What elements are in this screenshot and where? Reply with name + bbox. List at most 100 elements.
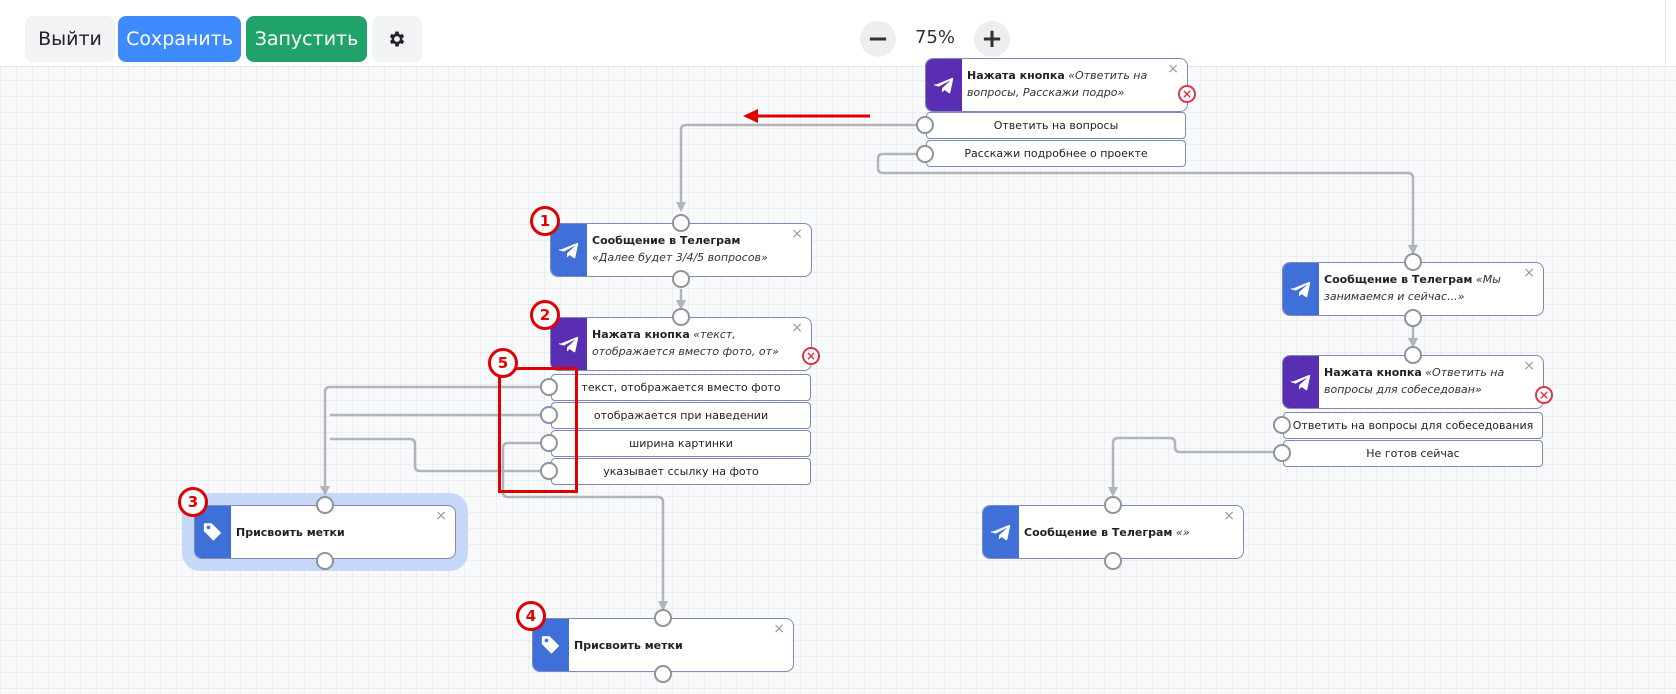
node-text: Присвоить метки bbox=[574, 637, 767, 654]
close-icon[interactable]: × bbox=[791, 320, 803, 336]
output-port[interactable] bbox=[540, 462, 558, 480]
connection-wire bbox=[679, 123, 925, 209]
output-port[interactable] bbox=[316, 552, 334, 570]
close-icon[interactable]: × bbox=[1223, 508, 1235, 524]
settings-button[interactable] bbox=[372, 16, 422, 62]
close-icon[interactable]: × bbox=[791, 226, 803, 242]
output-port[interactable] bbox=[1273, 444, 1291, 462]
node-detail: «Ответить на вопросы для собеседован» bbox=[1324, 366, 1505, 396]
node-icon-box bbox=[926, 59, 962, 111]
input-port[interactable] bbox=[316, 496, 334, 514]
output-port[interactable] bbox=[916, 116, 934, 134]
node-button-option[interactable]: текст, отображается вместо фото bbox=[551, 374, 811, 401]
zoom-level: 75% bbox=[914, 27, 955, 48]
input-port[interactable] bbox=[654, 609, 672, 627]
node-icon-box bbox=[1283, 356, 1319, 408]
node-button-option[interactable]: Расскажи подробнее о проекте bbox=[926, 140, 1186, 167]
annotation-arrow bbox=[743, 109, 870, 123]
node-icon-box bbox=[551, 224, 587, 276]
telegram-icon bbox=[559, 242, 579, 259]
input-port[interactable] bbox=[672, 308, 690, 326]
connection-wire bbox=[1111, 436, 1282, 494]
node-icon-box bbox=[1283, 263, 1319, 315]
node-title: Присвоить метки bbox=[236, 526, 345, 539]
node-text: Сообщение в Телеграм «Далее будет 3/4/5 … bbox=[592, 232, 785, 266]
close-icon[interactable]: × bbox=[1167, 61, 1179, 77]
output-port[interactable] bbox=[540, 434, 558, 452]
output-port[interactable] bbox=[1104, 552, 1122, 570]
tag-icon bbox=[541, 636, 560, 654]
node-button-option[interactable]: Ответить на вопросы bbox=[926, 112, 1186, 139]
output-port[interactable] bbox=[1273, 416, 1291, 434]
connection-wire bbox=[323, 385, 550, 493]
output-port[interactable] bbox=[654, 665, 672, 683]
node-text: Нажата кнопка «текст, отображается вмест… bbox=[592, 326, 785, 360]
telegram-icon bbox=[991, 524, 1011, 541]
annotation-highlight-box bbox=[498, 367, 578, 493]
zoom-in-button[interactable]: + bbox=[974, 21, 1010, 57]
node-title: Присвоить метки bbox=[574, 639, 683, 652]
node-assign-tags-4[interactable]: Присвоить метки × bbox=[532, 618, 794, 672]
arrow-head bbox=[1408, 245, 1418, 255]
arrow-head bbox=[658, 601, 668, 611]
node-button-option[interactable]: указывает ссылку на фото bbox=[551, 458, 811, 485]
connection-wire bbox=[501, 441, 665, 608]
node-icon-box bbox=[195, 506, 231, 558]
zoom-out-button[interactable]: − bbox=[860, 21, 896, 57]
output-port[interactable] bbox=[672, 270, 690, 288]
input-port[interactable] bbox=[1404, 346, 1422, 364]
annotation-badge-1: 1 bbox=[530, 206, 560, 236]
output-port[interactable] bbox=[540, 378, 558, 396]
delete-node-icon[interactable]: × bbox=[802, 347, 820, 365]
node-title: Сообщение в Телеграм bbox=[1024, 526, 1173, 539]
node-icon-box bbox=[551, 318, 587, 370]
tag-icon bbox=[203, 523, 222, 541]
toolbar: Выйти Сохранить Запустить − 75% + bbox=[0, 0, 1676, 67]
save-button[interactable]: Сохранить bbox=[118, 16, 241, 62]
exit-button[interactable]: Выйти bbox=[25, 16, 115, 62]
node-text: Присвоить метки bbox=[236, 524, 429, 541]
output-port[interactable] bbox=[1404, 309, 1422, 327]
delete-node-icon[interactable]: × bbox=[1535, 386, 1553, 404]
node-button-pressed-top[interactable]: Нажата кнопка «Ответить на вопросы, Расс… bbox=[925, 58, 1188, 112]
input-port[interactable] bbox=[1104, 496, 1122, 514]
toolbar-edge bbox=[1665, 0, 1676, 66]
input-port[interactable] bbox=[672, 214, 690, 232]
node-icon-box bbox=[983, 506, 1019, 558]
telegram-icon bbox=[1291, 281, 1311, 298]
output-port[interactable] bbox=[916, 145, 934, 163]
arrow-head bbox=[320, 486, 330, 496]
node-title: Сообщение в Телеграм bbox=[592, 234, 741, 247]
close-icon[interactable]: × bbox=[1523, 265, 1535, 281]
node-text: Нажата кнопка «Ответить на вопросы, Расс… bbox=[967, 67, 1161, 101]
run-button[interactable]: Запустить bbox=[246, 16, 367, 62]
arrow-head bbox=[676, 300, 686, 310]
node-title: Нажата кнопка bbox=[1324, 366, 1422, 379]
annotation-badge-3: 3 bbox=[178, 487, 208, 517]
annotation-badge-4: 4 bbox=[516, 601, 546, 631]
close-icon[interactable]: × bbox=[1523, 358, 1535, 374]
annotation-badge-5: 5 bbox=[488, 348, 518, 378]
node-telegram-message-1[interactable]: Сообщение в Телеграм «Далее будет 3/4/5 … bbox=[550, 223, 812, 277]
node-button-option[interactable]: ширина картинки bbox=[551, 430, 811, 457]
telegram-icon bbox=[559, 336, 579, 353]
output-port[interactable] bbox=[540, 406, 558, 424]
node-detail: «текст, отображается вместо фото, от» bbox=[592, 328, 779, 358]
node-title: Сообщение в Телеграм bbox=[1324, 273, 1473, 286]
node-detail: «Далее будет 3/4/5 вопросов» bbox=[592, 251, 768, 264]
node-button-pressed-2[interactable]: Нажата кнопка «текст, отображается вмест… bbox=[550, 317, 812, 371]
gear-icon bbox=[389, 31, 405, 47]
node-button-option[interactable]: Не готов сейчас bbox=[1283, 440, 1543, 467]
node-button-option[interactable]: Ответить на вопросы для собеседования bbox=[1283, 412, 1543, 439]
delete-node-icon[interactable]: × bbox=[1178, 85, 1196, 103]
telegram-icon bbox=[934, 77, 954, 94]
close-icon[interactable]: × bbox=[773, 621, 785, 637]
node-button-option[interactable]: отображается при наведении bbox=[551, 402, 811, 429]
node-text: Сообщение в Телеграм «Мы занимаемся и се… bbox=[1324, 271, 1517, 305]
connection-wire bbox=[330, 437, 550, 473]
input-port[interactable] bbox=[1404, 253, 1422, 271]
node-button-pressed-right[interactable]: Нажата кнопка «Ответить на вопросы для с… bbox=[1282, 355, 1544, 409]
node-title: Нажата кнопка bbox=[592, 328, 690, 341]
close-icon[interactable]: × bbox=[435, 508, 447, 524]
